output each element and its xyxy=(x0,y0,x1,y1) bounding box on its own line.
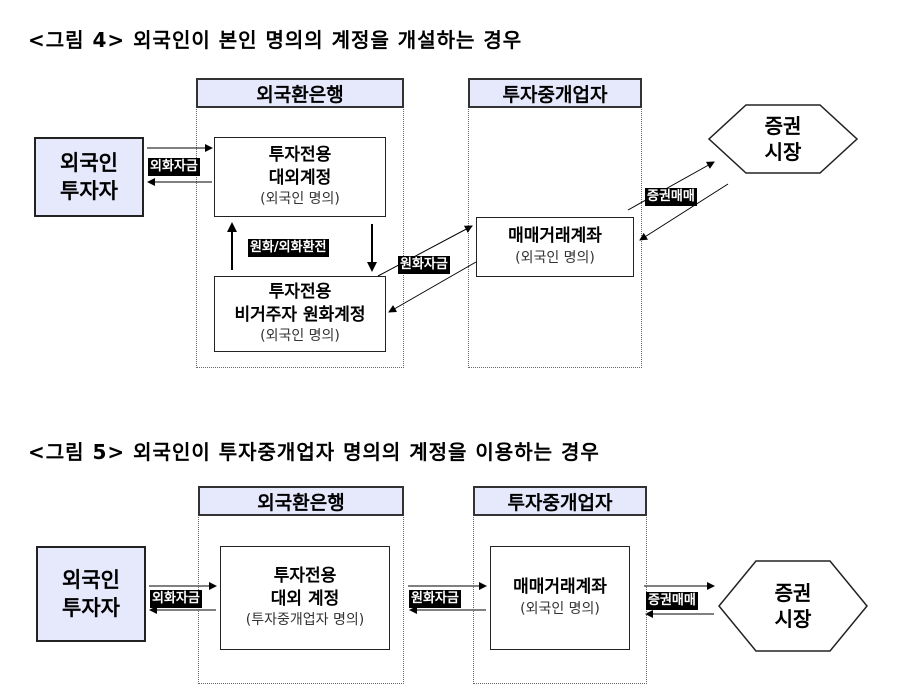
krw-account-owner: (외국인 명의) xyxy=(260,328,340,345)
trading-account-box: 매매거래계좌 (외국인 명의) xyxy=(476,217,634,277)
fx-funds-label: 외화자금 xyxy=(148,158,200,176)
broker-header: 투자중개업자 xyxy=(468,78,642,108)
foreign-investor-box: 외국인 투자자 xyxy=(34,137,144,217)
fig5-market-line-1: 증권 xyxy=(774,581,812,605)
krw-funds-arrow-up xyxy=(377,225,473,277)
market-line-2: 시장 xyxy=(764,140,802,164)
trading-arrow-down xyxy=(639,183,729,241)
fig5-investor-line-2: 투자자 xyxy=(62,596,120,620)
fx-account-line-2: 대외계정 xyxy=(268,167,332,188)
fig5-fx-funds-label: 외화자금 xyxy=(150,590,202,608)
figure-4-title: <그림 4> 외국인이 본인 명의의 계정을 개설하는 경우 xyxy=(28,28,523,52)
conversion-label: 원화/외화환전 xyxy=(248,239,329,257)
fig5-krw-funds-label: 원화자금 xyxy=(409,590,461,608)
fig5-fx-account-box: 투자전용 대외 계정 (투자중개업자 명의) xyxy=(220,546,390,650)
fig5-trading-account-line-1: 매매거래계좌 xyxy=(513,577,607,598)
fig5-trading-account-box: 매매거래계좌 (외국인 명의) xyxy=(490,546,630,650)
krw-account-box: 투자전용 비거주자 원화계정 (외국인 명의) xyxy=(214,276,386,352)
bank-header: 외국환은행 xyxy=(196,78,404,108)
fig5-market-line-2: 시장 xyxy=(774,607,812,631)
hexagon-shape xyxy=(708,104,858,174)
securities-market-hexagon: 증권 시장 xyxy=(708,104,858,174)
fig5-securities-trading-label: 증권매매 xyxy=(646,592,698,610)
fig5-fx-account-line-1: 투자전용 xyxy=(273,565,337,586)
fig5-securities-market-hexagon: 증권 시장 xyxy=(718,560,868,652)
fx-account-box: 투자전용 대외계정 (외국인 명의) xyxy=(214,137,386,217)
securities-trading-label: 증권매매 xyxy=(645,188,697,206)
trading-account-owner: (외국인 명의) xyxy=(515,249,595,266)
trading-account-line-1: 매매거래계좌 xyxy=(508,226,602,247)
fig5-fx-account-owner: (투자중개업자 명의) xyxy=(245,612,365,629)
market-line-1: 증권 xyxy=(764,114,802,138)
trading-arrow-up xyxy=(627,161,715,211)
krw-account-line-2: 비거주자 원화계정 xyxy=(234,304,366,325)
fig5-fx-account-line-2: 대외 계정 xyxy=(270,588,340,609)
investor-line-1: 외국인 xyxy=(60,150,118,175)
fig5-trading-account-owner: (외국인 명의) xyxy=(520,600,600,617)
fig5-bank-header: 외국환은행 xyxy=(198,486,404,516)
figure-5-title: <그림 5> 외국인이 투자중개업자 명의의 계정을 이용하는 경우 xyxy=(28,440,600,464)
fig5-broker-header: 투자중개업자 xyxy=(473,486,647,516)
fig5-investor-line-1: 외국인 xyxy=(62,567,120,592)
fig5-foreign-investor-box: 외국인 투자자 xyxy=(36,546,146,642)
investor-line-2: 투자자 xyxy=(60,179,118,203)
krw-funds-arrow-down xyxy=(388,261,477,313)
fig5-hexagon-shape xyxy=(718,560,868,652)
fx-account-owner: (외국인 명의) xyxy=(260,191,340,208)
fx-account-line-1: 투자전용 xyxy=(268,144,332,165)
krw-account-line-1: 투자전용 xyxy=(268,281,332,302)
krw-funds-label: 원화자금 xyxy=(398,256,450,274)
